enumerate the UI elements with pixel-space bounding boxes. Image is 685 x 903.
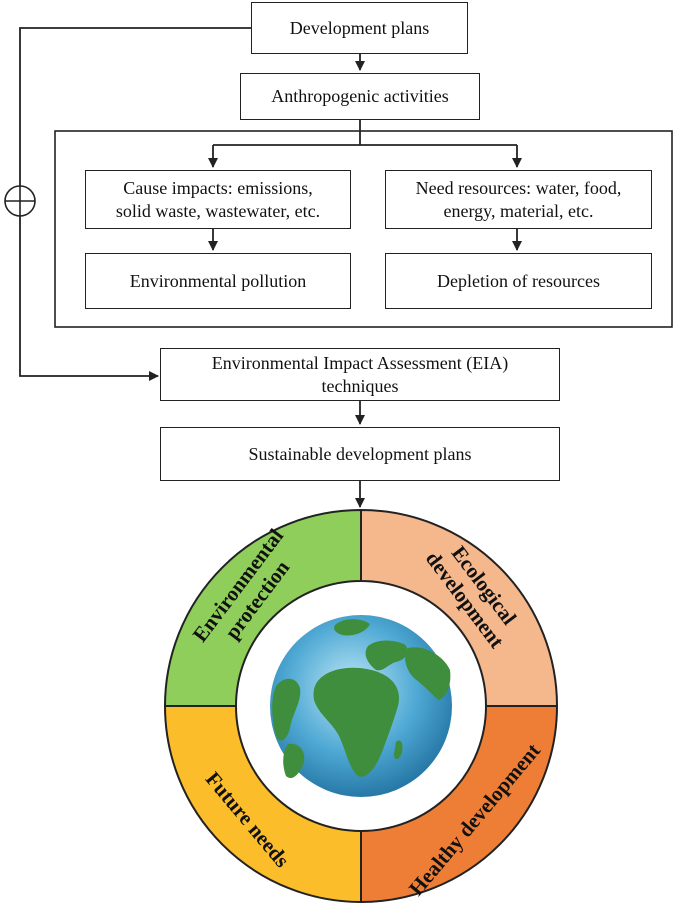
wheel-segment-future [163, 705, 362, 903]
depletion-of-resources-box: Depletion of resources [385, 253, 652, 309]
globe-icon [270, 615, 452, 797]
eia-techniques-box: Environmental Impact Assessment (EIA) te… [160, 348, 560, 401]
development-plans-box: Development plans [251, 2, 468, 54]
environmental-pollution-box: Environmental pollution [85, 253, 351, 309]
need-resources-box: Need resources: water, food, energy, mat… [385, 170, 652, 229]
wheel-segment-healthy [360, 705, 559, 903]
sustainable-plans-box: Sustainable development plans [160, 427, 560, 481]
wheel-segment-environmental [163, 508, 362, 707]
wheel-segment-ecological [360, 508, 559, 707]
anthropogenic-activities-box: Anthropogenic activities [240, 73, 480, 120]
impacts-container [54, 130, 673, 328]
cause-impacts-box: Cause impacts: emissions, solid waste, w… [85, 170, 351, 229]
sum-junction-icon [4, 185, 36, 217]
